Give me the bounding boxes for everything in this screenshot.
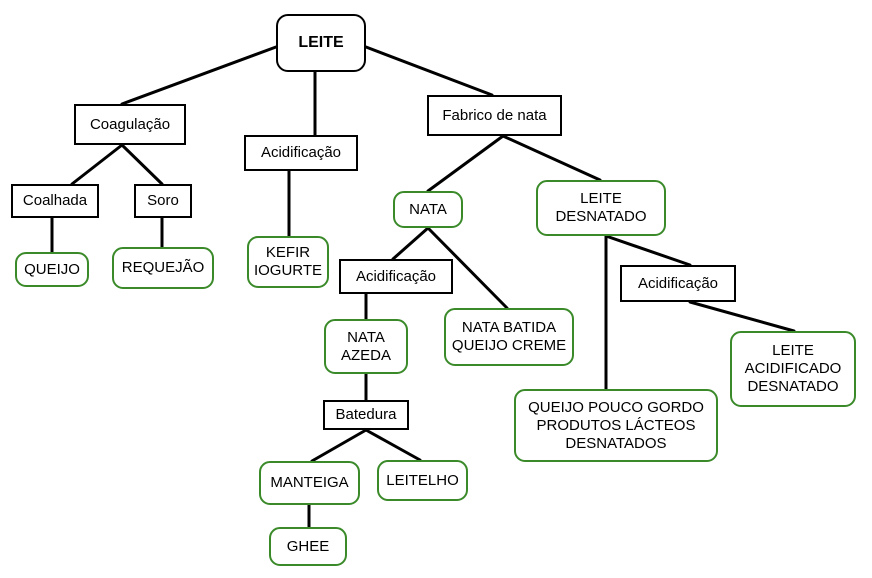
node-leite-acidificado-label: LEITE ACIDIFICADO DESNATADO xyxy=(744,342,842,395)
node-kefir-iogurte: KEFIR IOGURTE xyxy=(247,236,329,288)
connector-leite-fabrico xyxy=(364,45,494,97)
node-coagulacao: Coagulação xyxy=(74,104,186,145)
node-leitelho: LEITELHO xyxy=(377,460,468,501)
connector-acidificacao-leite-acidificado xyxy=(688,300,796,333)
node-queijo-label: QUEIJO xyxy=(24,260,80,278)
node-ghee: GHEE xyxy=(269,527,347,566)
node-requeijao: REQUEJÃO xyxy=(112,247,214,289)
node-soro: Soro xyxy=(134,184,192,218)
connector-batedura-manteiga xyxy=(310,428,368,463)
node-queijo-pouco-gordo: QUEIJO POUCO GORDO PRODUTOS LÁCTEOS DESN… xyxy=(514,389,718,462)
node-manteiga: MANTEIGA xyxy=(259,461,360,505)
node-leite-desnatado-label: LEITE DESNATADO xyxy=(555,190,647,225)
node-acidificacao-kefir: Acidificação xyxy=(244,135,358,171)
node-coalhada-label: Coalhada xyxy=(22,192,88,209)
node-batedura: Batedura xyxy=(323,400,409,430)
node-nata: NATA xyxy=(393,191,463,228)
node-fabrico-nata: Fabrico de nata xyxy=(427,95,562,136)
node-acidificacao-desnatado: Acidificação xyxy=(620,265,736,302)
node-acidificacao-nata-label: Acidificação xyxy=(355,267,437,285)
connector-desnatado-acidificacao xyxy=(604,234,692,267)
node-acidificacao-desnatado-label: Acidificação xyxy=(637,274,719,292)
connector-coagulacao-soro xyxy=(120,143,164,186)
node-batedura-label: Batedura xyxy=(335,406,397,423)
node-ghee-label: GHEE xyxy=(286,537,330,555)
node-queijo-pouco-gordo-label: QUEIJO POUCO GORDO PRODUTOS LÁCTEOS DESN… xyxy=(528,398,704,452)
connector-batedura-leitelho xyxy=(364,428,422,462)
node-nata-label: NATA xyxy=(409,200,447,218)
node-fabrico-nata-label: Fabrico de nata xyxy=(442,106,547,124)
node-nata-azeda: NATA AZEDA xyxy=(324,319,408,374)
node-requeijao-label: REQUEJÃO xyxy=(121,259,205,276)
node-manteiga-label: MANTEIGA xyxy=(270,474,349,491)
node-acidificacao-kefir-label: Acidificação xyxy=(260,144,342,161)
connector-leite-coagulacao xyxy=(120,45,278,106)
node-leitelho-label: LEITELHO xyxy=(386,471,459,489)
connector-fabrico-desnatado xyxy=(501,134,602,182)
connector-nata-nata-batida xyxy=(426,226,509,310)
connector-nata-acidificacao xyxy=(391,226,430,261)
node-kefir-iogurte-label: KEFIR IOGURTE xyxy=(253,244,323,279)
node-queijo: QUEIJO xyxy=(15,252,89,287)
connector-fabrico-nata xyxy=(426,134,505,193)
node-leite: LEITE xyxy=(276,14,366,72)
node-coagulacao-label: Coagulação xyxy=(89,115,171,133)
node-coalhada: Coalhada xyxy=(11,184,99,218)
node-nata-batida-label: NATA BATIDA QUEIJO CREME xyxy=(451,319,567,354)
node-leite-acidificado: LEITE ACIDIFICADO DESNATADO xyxy=(730,331,856,407)
node-nata-azeda-label: NATA AZEDA xyxy=(340,328,391,364)
node-acidificacao-nata: Acidificação xyxy=(339,259,453,294)
node-leite-desnatado: LEITE DESNATADO xyxy=(536,180,666,236)
connector-coagulacao-coalhada xyxy=(70,143,124,186)
node-leite-label: LEITE xyxy=(298,34,344,51)
node-soro-label: Soro xyxy=(147,192,179,209)
node-nata-batida: NATA BATIDA QUEIJO CREME xyxy=(444,308,574,366)
